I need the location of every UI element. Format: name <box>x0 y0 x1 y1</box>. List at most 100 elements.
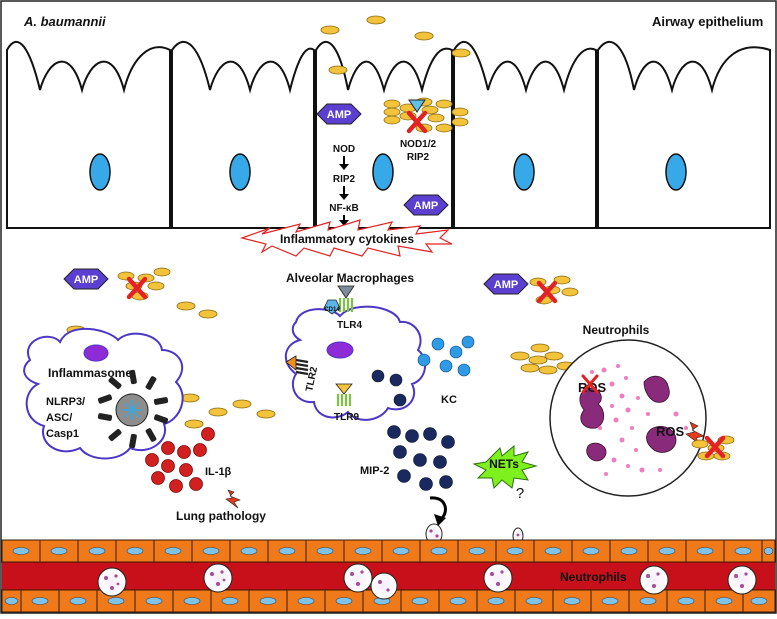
endothelial-nucleus <box>639 597 657 605</box>
endothelial-nucleus <box>31 597 49 605</box>
il1b-molecules <box>145 427 215 493</box>
bacteria-near-neutrophil <box>510 343 576 375</box>
cd14-label: CD14 <box>324 307 340 313</box>
vessel-neutrophil <box>370 572 398 600</box>
il1b-label: IL-1β <box>205 466 232 478</box>
tlr2-label: TLR2 <box>304 365 320 392</box>
endothelial-nucleus <box>221 597 239 605</box>
endothelial-nucleus <box>487 597 505 605</box>
epithelial-cell <box>171 40 315 229</box>
ros-label: ROS <box>656 424 685 439</box>
vessel-neutrophil <box>97 567 127 597</box>
amp-hexagon: AMP <box>403 194 449 216</box>
tlr4-label: TLR4 <box>337 320 362 331</box>
nod-label: NOD <box>333 144 355 155</box>
epithelium-label: Airway epithelium <box>652 14 763 29</box>
rip2-label: RIP2 <box>333 174 356 185</box>
block-x-icon <box>581 374 599 394</box>
vessel-neutrophil <box>343 563 373 593</box>
endothelial-nucleus <box>107 597 125 605</box>
endothelial-nucleus <box>601 597 619 605</box>
vessel-neutrophil <box>727 565 757 595</box>
endothelial-nucleus <box>715 597 733 605</box>
cytokines-label: Inflammatory cytokines <box>280 232 414 246</box>
endothelial-nucleus <box>145 597 163 605</box>
vessel-neutrophils <box>97 563 757 600</box>
inflammasome-label: Inflammasome <box>48 366 132 380</box>
vessel-neutrophils-label: Neutrophils <box>560 570 627 584</box>
endothelial-nucleus <box>620 547 638 555</box>
endothelial-nucleus <box>506 547 524 555</box>
epithelial-cell <box>315 40 453 229</box>
neutrophils-label: Neutrophils <box>583 323 650 337</box>
endothelial-nucleus <box>50 547 68 555</box>
endothelium-bottom <box>1 589 776 613</box>
nets-burst: NETs <box>472 444 538 490</box>
kc-molecules <box>417 335 475 377</box>
nod-receptor-icon <box>408 99 426 113</box>
tlr9-label: TLR9 <box>334 412 359 423</box>
svg-text:AMP: AMP <box>494 279 518 291</box>
lightning-icon <box>225 489 241 509</box>
vessel-neutrophil <box>483 563 513 593</box>
endothelial-nucleus <box>4 597 19 605</box>
endothelial-nucleus <box>734 547 752 555</box>
endothelial-nucleus <box>563 597 581 605</box>
block-x-icon <box>406 110 428 134</box>
nfkb-label: NF-κB <box>329 203 358 214</box>
asc-label: ASC/ <box>46 412 72 424</box>
endothelial-nucleus <box>297 597 315 605</box>
endothelial-nucleus <box>696 547 714 555</box>
endothelial-nucleus <box>468 547 486 555</box>
endothelial-nucleus <box>316 547 334 555</box>
alveolar-macrophages-label: Alveolar Macrophages <box>286 271 414 285</box>
nucleus <box>513 153 535 191</box>
question-mark: ? <box>516 485 524 502</box>
endothelial-nucleus <box>240 547 258 555</box>
epithelial-cell <box>597 40 771 229</box>
macrophage-nucleus <box>326 341 354 359</box>
endothelial-nucleus <box>354 547 372 555</box>
endothelial-nucleus <box>88 547 106 555</box>
amp-hexagon: AMP <box>483 273 529 295</box>
endothelial-nucleus <box>183 597 201 605</box>
casp1-label: Casp1 <box>46 428 79 440</box>
endothelial-nucleus <box>392 547 410 555</box>
kc-label: KC <box>441 394 457 406</box>
alveolar-macrophage <box>285 305 427 421</box>
mip2-molecules <box>387 425 455 491</box>
epithelial-nuclei <box>89 153 687 191</box>
endothelial-nucleus <box>259 597 277 605</box>
endothelial-nucleus <box>126 547 144 555</box>
inflammasome-complex-icon <box>97 369 169 449</box>
endothelial-nucleus <box>763 547 774 555</box>
endothelial-nucleus <box>582 547 600 555</box>
bacteria-cluster-top <box>320 15 471 75</box>
nlrp3-label: NLRP3/ <box>46 396 85 408</box>
lung-pathology-label: Lung pathology <box>176 509 266 523</box>
endothelial-nucleus <box>335 597 353 605</box>
block-x-icon <box>704 435 726 459</box>
block-x-icon <box>536 280 558 304</box>
svg-text:AMP: AMP <box>327 109 351 121</box>
endothelial-nucleus <box>12 547 30 555</box>
endothelial-nucleus <box>544 547 562 555</box>
nod-pathway: NOD RIP2 NF-κB <box>329 144 359 226</box>
endothelial-nucleus <box>164 547 182 555</box>
nets-label: NETs <box>489 457 519 471</box>
nucleus <box>89 153 111 191</box>
rip2-right-label: RIP2 <box>407 152 430 163</box>
endothelium-top <box>1 539 776 563</box>
svg-text:AMP: AMP <box>74 274 98 286</box>
airway-epithelium <box>6 40 771 229</box>
neutrophil: ROS ROS <box>549 339 707 497</box>
endothelial-nucleus <box>750 597 768 605</box>
nucleus <box>229 153 251 191</box>
endothelial-nucleus <box>677 597 695 605</box>
bacterium-label: A. baumannii <box>23 14 106 29</box>
svg-text:AMP: AMP <box>414 200 438 212</box>
epithelial-cell <box>453 40 597 229</box>
endothelial-nucleus <box>430 547 448 555</box>
nucleus <box>665 153 687 191</box>
endothelial-nucleus <box>278 547 296 555</box>
